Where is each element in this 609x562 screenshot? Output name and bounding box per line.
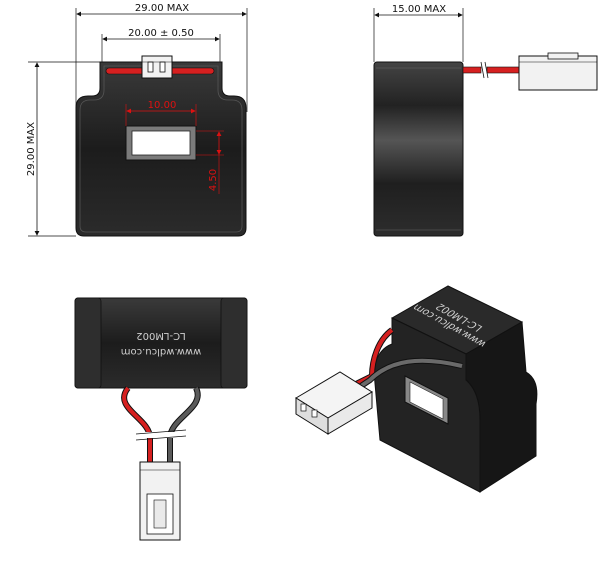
front-connector	[141, 55, 173, 79]
window-width-label: 10.00	[148, 100, 177, 111]
bottom-view: www.wdlcu.com LC-LM002	[74, 297, 248, 541]
marking-website: www.wdlcu.com	[121, 346, 201, 357]
front-view: 29.00 MAX 20.00 ± 0.50 10.00 4.50	[26, 3, 248, 237]
iso-connector	[295, 371, 373, 435]
side-view: 15.00 MAX	[373, 4, 598, 237]
depth-label: 15.00 MAX	[392, 4, 446, 15]
side-body	[373, 61, 464, 237]
overall-height-label: 29.00 MAX	[26, 122, 37, 176]
window-height-label: 4.50	[208, 169, 219, 191]
isometric-view: www.wdlcu.com LC-LM002	[295, 285, 538, 493]
marking-part-number: LC-LM002	[136, 330, 185, 341]
side-wire	[462, 66, 482, 74]
overall-width-label: 29.00 MAX	[135, 3, 189, 14]
bottom-connector	[139, 461, 181, 541]
connector-span-label: 20.00 ± 0.50	[128, 28, 194, 39]
front-window	[131, 130, 191, 156]
side-connector	[518, 52, 598, 91]
